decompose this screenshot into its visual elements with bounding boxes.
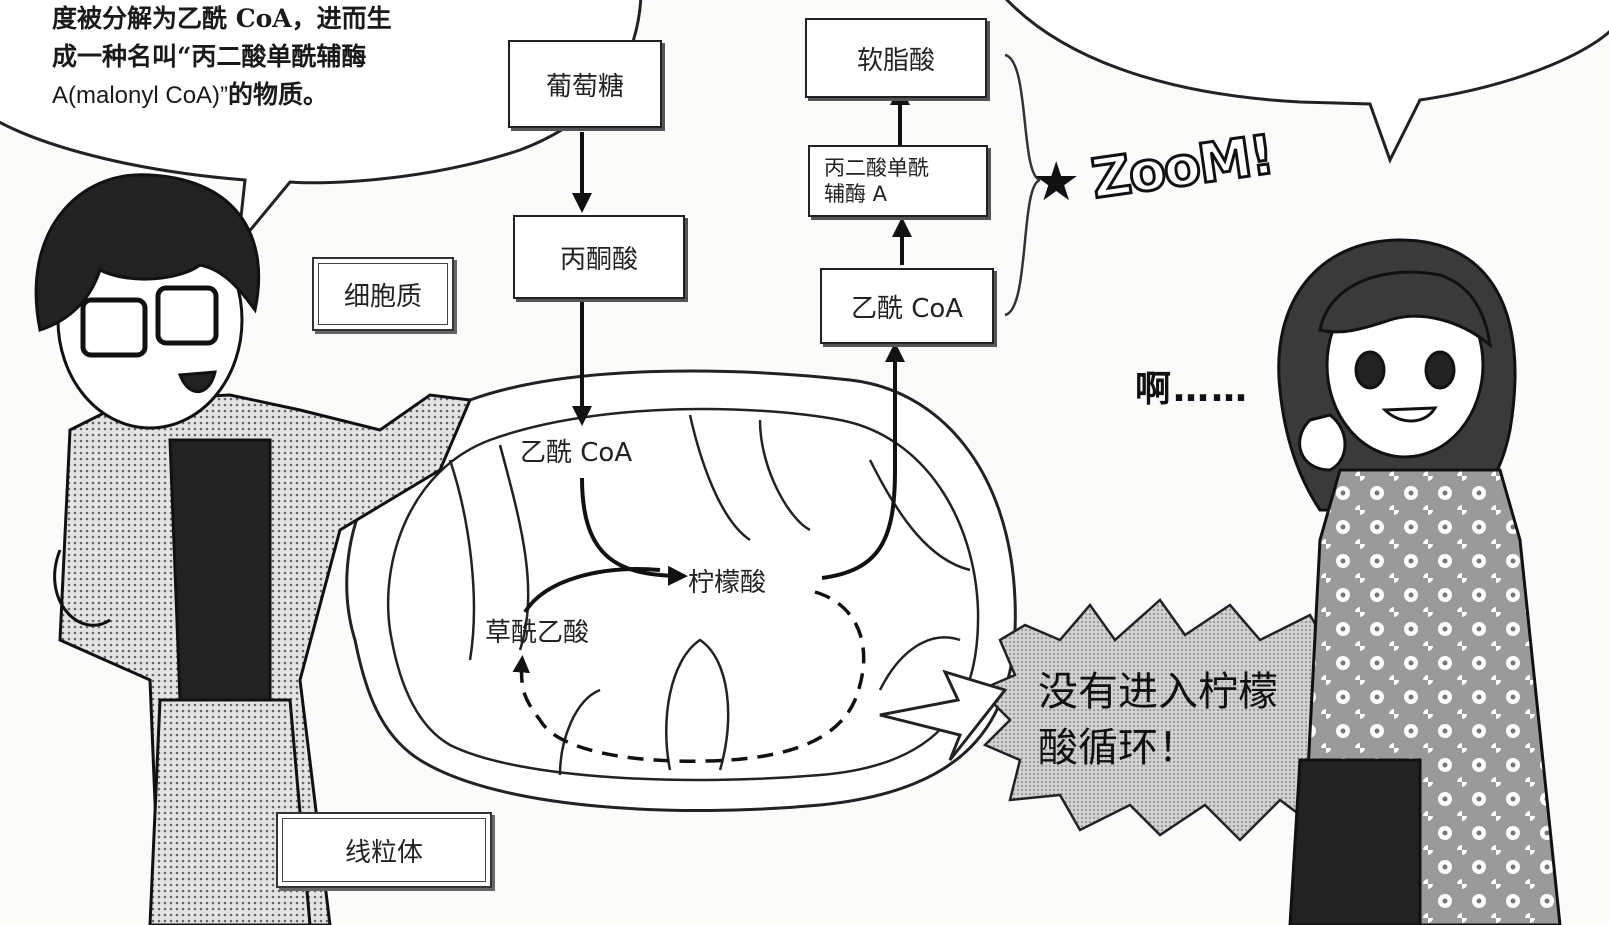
pyruvate-box: 丙酮酸 xyxy=(513,215,685,299)
palmitic-acid-box: 软脂酸 xyxy=(805,18,987,98)
speech-line-3-rest: 的物质。 xyxy=(228,80,329,109)
oxaloacetate-label: 草酰乙酸 xyxy=(485,618,590,648)
speech-bubble-text: 度被分解为乙酰 CoA，进而生 成一种名叫“丙二酸单酰辅酶 A(malonyl … xyxy=(52,0,522,115)
malonyl-label-line1: 丙二酸单酰 xyxy=(824,156,929,180)
acetyl-coa-top-label: 乙酰 CoA xyxy=(850,293,964,324)
mitochondria-label: 线粒体 xyxy=(344,837,423,868)
bracket xyxy=(1004,53,1041,317)
cytoplasm-label: 细胞质 xyxy=(343,281,422,312)
burst-line-1: 没有进入柠檬 xyxy=(1038,669,1278,715)
glucose-box: 葡萄糖 xyxy=(508,40,662,128)
boy-character xyxy=(34,173,473,925)
acetyl-coa-mito-label: 乙酰 CoA xyxy=(520,438,633,468)
speech-line-2: 成一种名叫“丙二酸单酰辅酶 xyxy=(52,42,367,71)
mitochondria-label-box: 线粒体 xyxy=(276,812,492,888)
palmitic-acid-label: 软脂酸 xyxy=(856,45,935,76)
malonyl-coa-box: 丙二酸单酰 辅酶 A xyxy=(808,145,988,217)
girl-character xyxy=(1277,238,1562,925)
star-icon: ★ xyxy=(1032,150,1081,213)
malonyl-label-line2: 辅酶 A xyxy=(824,182,888,206)
cytoplasm-label-box: 细胞质 xyxy=(312,257,454,331)
glucose-label: 葡萄糖 xyxy=(545,71,624,102)
girl-speech-ah: 啊…… xyxy=(1135,369,1250,410)
acetyl-coa-top-box: 乙酰 CoA xyxy=(820,268,994,344)
speech-line-1: 度被分解为乙酰 CoA，进而生 xyxy=(52,4,392,33)
pyruvate-label: 丙酮酸 xyxy=(559,244,638,275)
mitochondrion-shape xyxy=(345,369,1017,813)
pathway-arrows xyxy=(512,85,912,763)
burst-line-2: 酸循环！ xyxy=(1038,725,1198,771)
burst-text: 没有进入柠檬 酸循环！ xyxy=(1038,664,1278,776)
speech-line-3-latin: A(malonyl CoA)” xyxy=(52,82,229,109)
citric-acid-label: 柠檬酸 xyxy=(688,568,767,598)
right-speech-bubble xyxy=(1005,0,1609,164)
